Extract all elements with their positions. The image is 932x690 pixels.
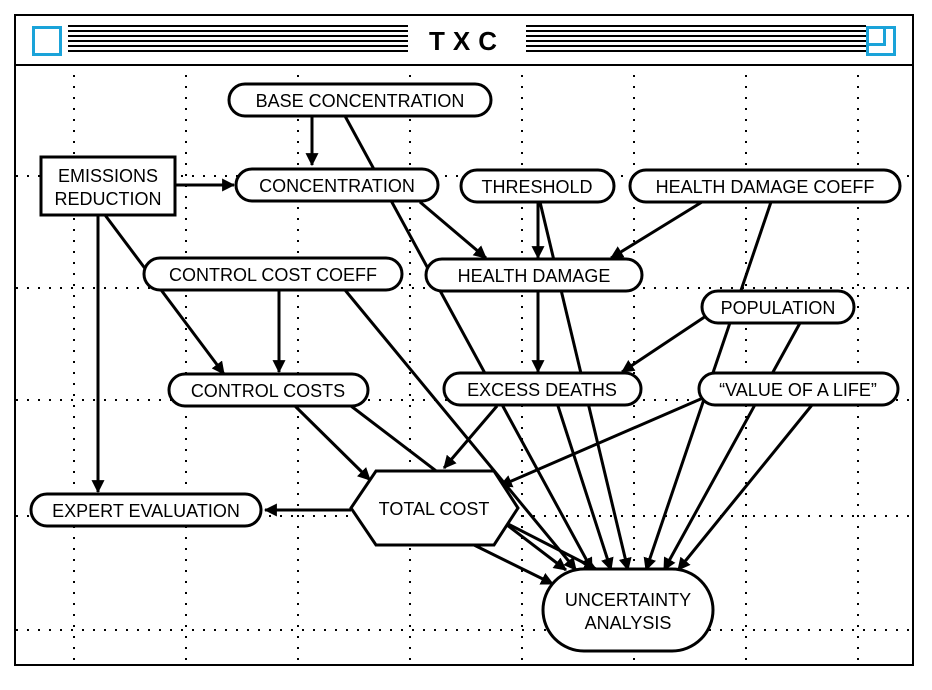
- node-control-cost-coeff[interactable]: CONTROL COST COEFF: [142, 256, 404, 292]
- node-population[interactable]: POPULATION: [700, 289, 856, 325]
- arrow-total-cost-to-uncertainty-lower: [473, 543, 554, 586]
- node-concentration[interactable]: CONCENTRATION: [234, 167, 440, 203]
- arrow-population-to-uncertainty: [662, 322, 802, 571]
- arrow-vol-to-total-cost: [499, 396, 704, 488]
- node-label: REDUCTION: [55, 189, 162, 209]
- window-title: TXC: [408, 16, 526, 64]
- node-label: CONCENTRATION: [259, 176, 415, 196]
- node-threshold[interactable]: THRESHOLD: [459, 168, 616, 204]
- node-label: “VALUE OF A LIFE”: [719, 380, 877, 400]
- node-base-concentration[interactable]: BASE CONCENTRATION: [227, 82, 493, 118]
- arrow-excess-deaths-to-total-cost: [442, 405, 499, 469]
- node-control-costs[interactable]: CONTROL COSTS: [167, 372, 370, 408]
- arrow-emissions-to-control-costs: [103, 214, 226, 375]
- node-uncertainty-analysis[interactable]: UNCERTAINTY ANALYSIS: [541, 567, 715, 653]
- arrow-population-to-excess-deaths: [621, 314, 707, 374]
- close-box-icon[interactable]: [32, 26, 62, 56]
- node-excess-deaths[interactable]: EXCESS DEATHS: [442, 371, 643, 407]
- node-label: CONTROL COSTS: [191, 381, 345, 401]
- arrow-hdcoeff-to-health-damage: [610, 200, 703, 260]
- node-value-of-a-life[interactable]: “VALUE OF A LIFE”: [697, 371, 900, 407]
- app-window: TXC: [14, 14, 914, 666]
- title-bar-stripes-left: [68, 25, 408, 53]
- arrow-concentration-to-health-damage: [419, 200, 487, 260]
- node-health-damage[interactable]: HEALTH DAMAGE: [424, 257, 644, 293]
- node-label: EMISSIONS: [58, 166, 158, 186]
- node-health-damage-coeff[interactable]: HEALTH DAMAGE COEFF: [628, 168, 902, 204]
- node-label: EXCESS DEATHS: [467, 380, 617, 400]
- title-bar-stripes-right: [526, 25, 866, 53]
- node-label: TOTAL COST: [379, 499, 490, 519]
- arrow-control-costs-to-total-cost: [293, 404, 372, 482]
- diagram-nodes: BASE CONCENTRATION EMISSIONS REDUCTION C…: [29, 82, 902, 653]
- node-label: CONTROL COST COEFF: [169, 265, 377, 285]
- node-label: POPULATION: [721, 298, 836, 318]
- node-label: UNCERTAINTY: [565, 590, 691, 610]
- node-label: EXPERT EVALUATION: [52, 501, 240, 521]
- node-emissions-reduction[interactable]: EMISSIONS REDUCTION: [39, 155, 177, 217]
- node-label: HEALTH DAMAGE: [458, 266, 611, 286]
- arrow-vol-to-uncertainty: [676, 404, 814, 571]
- zoom-box-icon[interactable]: [866, 26, 896, 56]
- arrow-total-cost-to-uncertainty: [507, 522, 597, 571]
- node-label: BASE CONCENTRATION: [256, 91, 465, 111]
- arrow-excess-deaths-to-uncertainty: [556, 405, 614, 572]
- node-label: THRESHOLD: [481, 177, 592, 197]
- title-bar[interactable]: TXC: [16, 16, 912, 66]
- arrow-ccc-to-uncertainty: [343, 289, 578, 571]
- node-expert-evaluation[interactable]: EXPERT EVALUATION: [29, 492, 263, 528]
- node-total-cost[interactable]: TOTAL COST: [349, 469, 520, 547]
- node-label: ANALYSIS: [585, 613, 672, 633]
- node-label: HEALTH DAMAGE COEFF: [656, 177, 875, 197]
